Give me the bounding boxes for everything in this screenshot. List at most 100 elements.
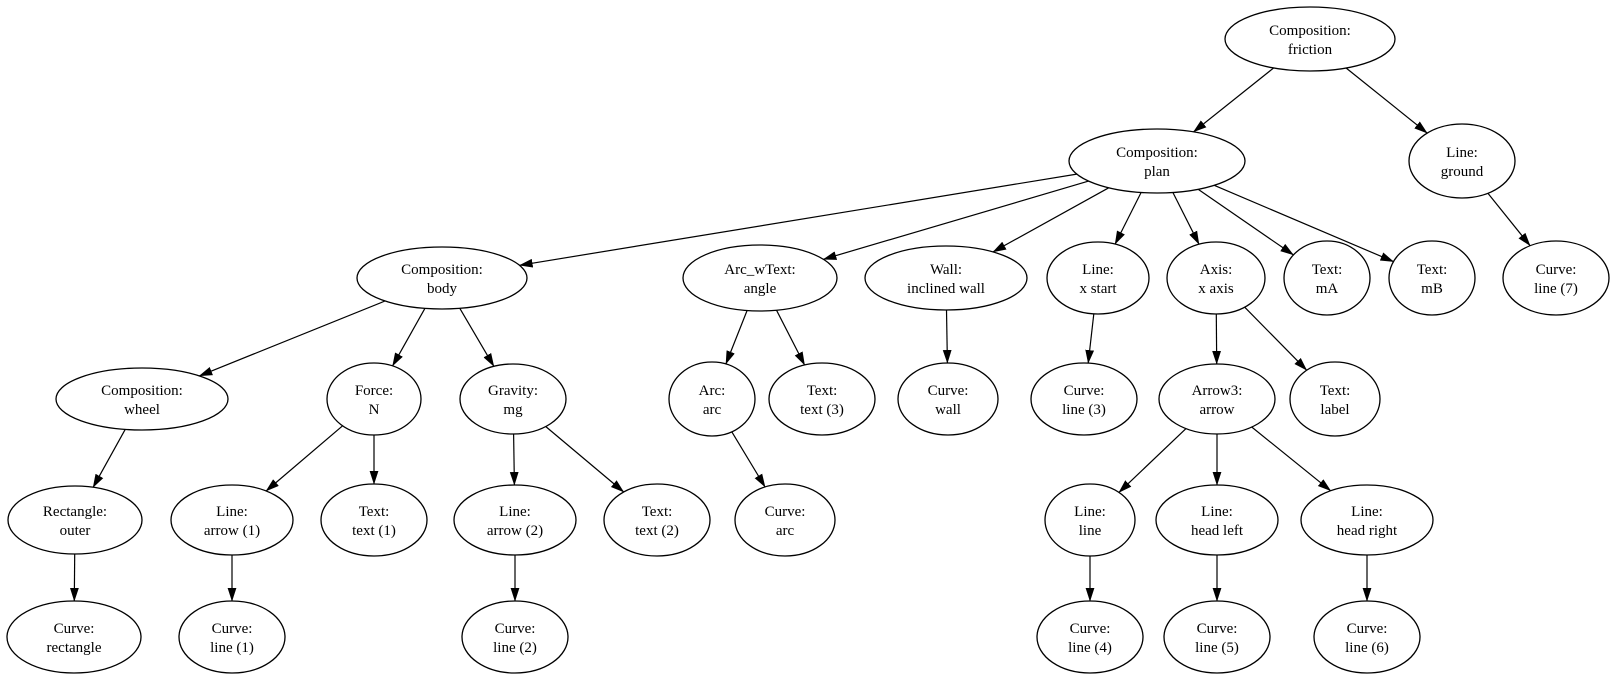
tree-node-mB: Text:mB xyxy=(1388,240,1476,316)
node-ellipse xyxy=(864,245,1028,311)
edge-plan-axis xyxy=(1172,192,1200,245)
node-ellipse xyxy=(459,363,567,435)
node-label-line2: line (3) xyxy=(1062,402,1106,418)
edge-plan-body xyxy=(519,173,1077,268)
tree-node-line7: Curve:line (7) xyxy=(1502,240,1610,316)
edge-plan-angle xyxy=(822,180,1089,260)
tree-node-curvewall: Curve:wall xyxy=(897,362,999,436)
tree-node-headleft: Line:head left xyxy=(1155,484,1279,556)
tree-node-cline4: Curve: line (4) xyxy=(1036,600,1144,674)
node-label-line1: Curve: xyxy=(1536,262,1577,278)
tree-node-outer: Rectangle:outer xyxy=(7,485,143,555)
node-ellipse xyxy=(1283,240,1371,316)
node-label-line2: text (1) xyxy=(352,523,396,539)
node-ellipse xyxy=(734,483,836,557)
node-label-line2: line (6) xyxy=(1345,640,1389,656)
node-label-line1: Composition: xyxy=(401,262,483,278)
tree-node-arc: Arc: arc xyxy=(668,361,756,437)
node-label-line1: Curve: xyxy=(212,621,253,637)
edge-plan-mA xyxy=(1197,188,1294,256)
node-label-line1: Line: xyxy=(1201,504,1233,520)
tree-node-arrow1: Line:arrow (1) xyxy=(170,484,294,556)
tree-node-text1: Text:text (1) xyxy=(320,483,428,557)
node-ellipse xyxy=(461,600,569,674)
node-label-line1: Line: xyxy=(1351,504,1383,520)
node-ellipse xyxy=(356,246,528,310)
node-label-line1: Curve: xyxy=(1064,383,1105,399)
node-ellipse xyxy=(1388,240,1476,316)
node-label-line1: Arc: xyxy=(699,383,726,399)
node-label-line1: Composition: xyxy=(1116,145,1198,161)
node-ellipse xyxy=(1163,600,1271,674)
node-label-line2: rectangle xyxy=(47,640,102,656)
node-label-line1: Arrow3: xyxy=(1192,383,1243,399)
node-label-line2: head right xyxy=(1337,523,1398,539)
node-label-line2: arrow (1) xyxy=(204,523,260,539)
edges-layer xyxy=(70,67,1531,602)
tree-node-plan: Composition: plan xyxy=(1068,128,1246,194)
node-label-line1: Text: xyxy=(1320,383,1351,399)
node-label-line1: Axis: xyxy=(1200,262,1233,278)
edge-xstart-line3 xyxy=(1085,313,1095,364)
node-ellipse xyxy=(1036,600,1144,674)
node-label-line2: x start xyxy=(1079,281,1117,297)
edge-arrow3-lineline xyxy=(1118,428,1187,493)
tree-node-curvearc: Curve:arc xyxy=(734,483,836,557)
node-ellipse xyxy=(897,362,999,436)
node-label-line1: Curve: xyxy=(1070,621,1111,637)
tree-node-cline6: Curve: line (6) xyxy=(1313,600,1421,674)
tree-node-forceN: Force:N xyxy=(326,362,422,436)
edge-ground-line7 xyxy=(1487,192,1531,247)
edge-forceN-arrow1 xyxy=(265,425,343,492)
tree-node-arrow3: Arrow3: arrow xyxy=(1158,363,1276,435)
node-ellipse xyxy=(1300,484,1434,556)
node-label-line1: Line: xyxy=(1082,262,1114,278)
node-label-line2: text (3) xyxy=(800,402,844,418)
node-label-line1: Text: xyxy=(1417,262,1448,278)
edge-body-wheel xyxy=(198,300,386,377)
node-label-line2: label xyxy=(1320,402,1349,418)
node-label-line2: inclined wall xyxy=(907,281,985,297)
node-label-line2: line (4) xyxy=(1068,640,1112,656)
node-label-line2: line (2) xyxy=(493,640,537,656)
node-ellipse xyxy=(682,244,838,312)
node-label-line2: arc xyxy=(703,402,722,418)
tree-node-lineline: Line:line xyxy=(1044,483,1136,557)
tree-node-body: Composition:body xyxy=(356,246,528,310)
tree-node-line3: Curve: line (3) xyxy=(1030,362,1138,436)
node-label-line1: Wall: xyxy=(930,262,962,278)
node-label-line2: outer xyxy=(60,523,91,539)
node-label-line2: plan xyxy=(1144,164,1170,180)
node-label-line2: angle xyxy=(744,281,777,297)
node-label-line2: arrow xyxy=(1200,402,1235,418)
tree-node-arrow2: Line:arrow (2) xyxy=(453,484,577,556)
tree-node-friction: Composition:friction xyxy=(1224,6,1396,72)
node-ellipse xyxy=(320,483,428,557)
edge-gravity-text2 xyxy=(545,426,625,493)
tree-node-cline5: Curve:line (5) xyxy=(1163,600,1271,674)
node-label-line2: wall xyxy=(935,402,961,418)
node-label-line1: Text: xyxy=(807,383,838,399)
node-label-line2: line (1) xyxy=(210,640,254,656)
node-ellipse xyxy=(170,484,294,556)
edge-plan-wall xyxy=(992,187,1109,253)
node-label-line2: text (2) xyxy=(635,523,679,539)
node-ellipse xyxy=(326,362,422,436)
node-ellipse xyxy=(603,483,711,557)
node-label-line1: Line: xyxy=(499,504,531,520)
node-label-line2: wheel xyxy=(124,402,160,418)
tree-node-headright: Line: head right xyxy=(1300,484,1434,556)
node-label-line1: Line: xyxy=(1074,504,1106,520)
node-ellipse xyxy=(1158,363,1276,435)
node-label-line1: Force: xyxy=(355,383,393,399)
node-ellipse xyxy=(1046,241,1150,315)
node-label-line1: Gravity: xyxy=(488,383,538,399)
node-ellipse xyxy=(1030,362,1138,436)
edge-angle-text3 xyxy=(775,309,806,366)
tree-node-label: Text: label xyxy=(1289,361,1381,437)
node-label-line1: Curve: xyxy=(1347,621,1388,637)
node-label-line2: mA xyxy=(1316,281,1339,297)
node-label-line2: line (5) xyxy=(1195,640,1239,656)
tree-node-ground: Line:ground xyxy=(1408,123,1516,199)
